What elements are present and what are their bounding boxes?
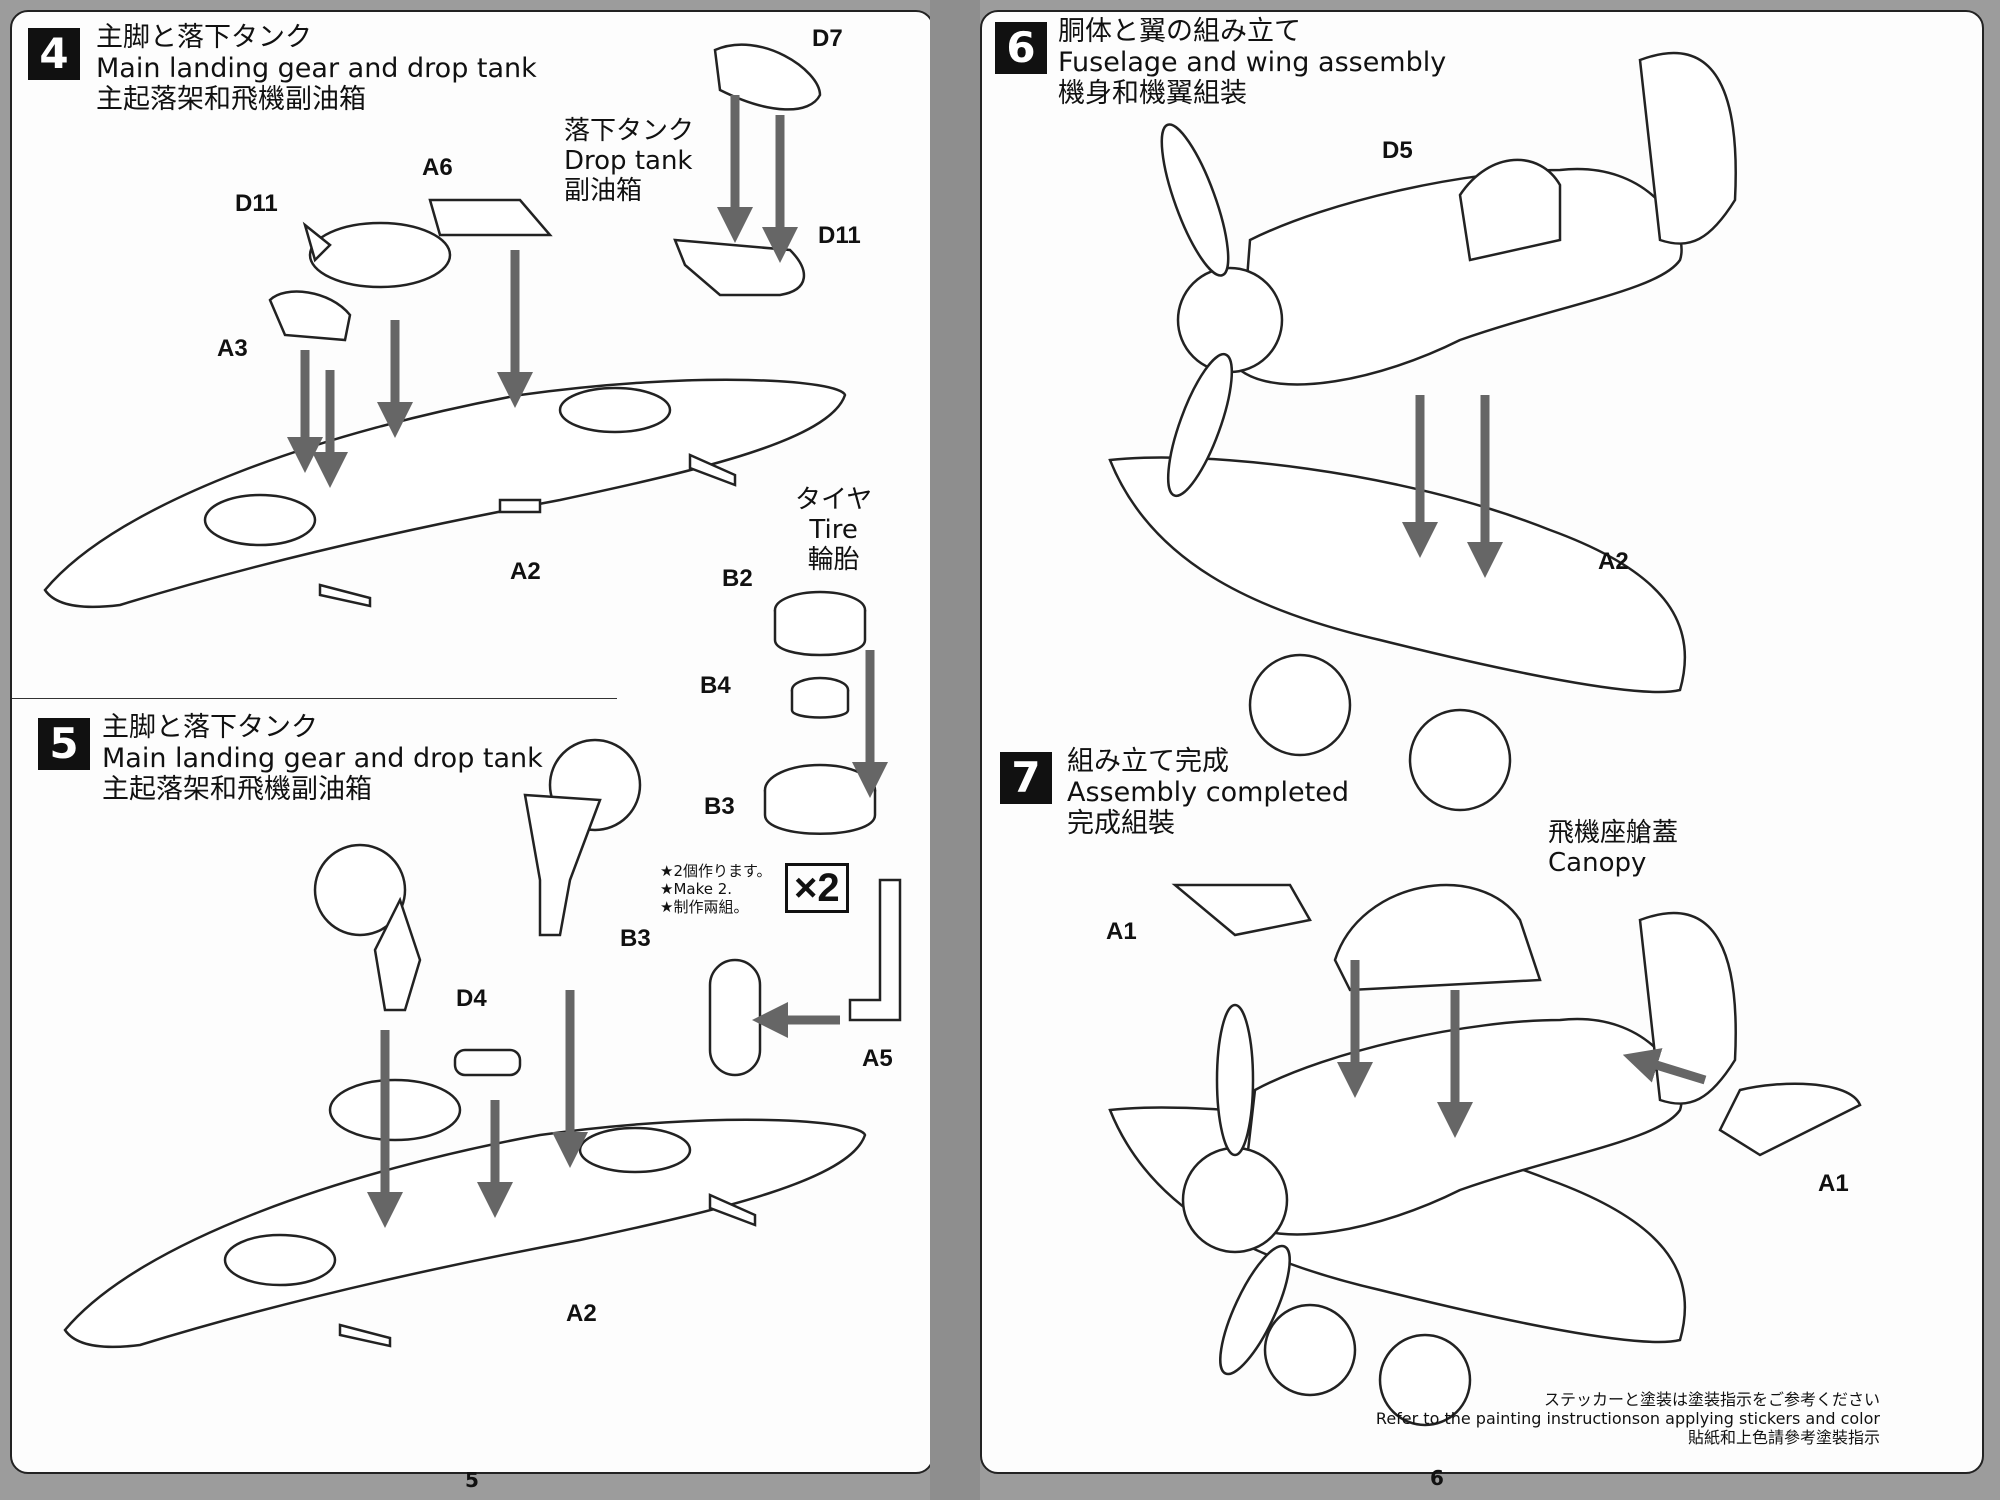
- step6-title-jp: 胴体と翼の組み立て: [1058, 16, 1301, 47]
- part-label-a1-right: A1: [1818, 1170, 1849, 1197]
- part-label-d11-tank: D11: [818, 222, 861, 249]
- part-label-d4: D4: [456, 985, 487, 1012]
- part-label-b2: B2: [722, 565, 753, 592]
- step7-title-jp: 組み立て完成: [1067, 746, 1229, 777]
- make-two-jp: ★2個作ります。: [660, 862, 772, 880]
- drop-tank-jp: 落下タンク: [564, 116, 695, 146]
- part-label-b4: B4: [700, 672, 731, 699]
- step4-number: 4: [28, 28, 80, 80]
- step4-title: 主脚と落下タンク Main landing gear and drop tank…: [96, 22, 537, 115]
- step6-title-en: Fuselage and wing assembly: [1058, 47, 1447, 78]
- step7-number: 7: [1000, 752, 1052, 804]
- assembly-arrows: [287, 95, 1707, 1228]
- canopy-en: Canopy: [1548, 848, 1647, 878]
- part-label-b3: B3: [704, 793, 735, 820]
- drop-tank-en: Drop tank: [564, 146, 693, 176]
- times-two-badge: ×2: [785, 863, 849, 913]
- part-label-b3-step5: B3: [620, 925, 651, 952]
- step5-wing-drawing: [63, 738, 867, 1349]
- step7-aircraft-drawing: [1108, 883, 1862, 1427]
- drop-tank-note: 落下タンク Drop tank 副油箱: [564, 116, 694, 206]
- make-two-cn: ★制作兩組。: [660, 898, 749, 916]
- tire-cn: 輪胎: [807, 545, 860, 575]
- step6-number: 6: [995, 22, 1047, 74]
- step7-title-cn: 完成組裝: [1067, 808, 1175, 839]
- step5-title-cn: 主起落架和飛機副油箱: [102, 774, 372, 805]
- part-label-d7: D7: [812, 25, 843, 52]
- step7-title-en: Assembly completed: [1067, 777, 1349, 808]
- tire-en: Tire: [809, 515, 858, 545]
- step5-title-jp: 主脚と落下タンク: [102, 712, 318, 743]
- part-label-a6: A6: [422, 154, 453, 181]
- make-two-en: ★Make 2.: [660, 880, 733, 898]
- step4-title-en: Main landing gear and drop tank: [96, 53, 537, 84]
- part-label-a3: A3: [217, 335, 248, 362]
- part-label-d11: D11: [235, 190, 278, 217]
- page-spine: [930, 0, 980, 1500]
- step6-aircraft-drawing: [1108, 51, 1737, 812]
- part-label-d5: D5: [1382, 137, 1413, 164]
- make-two-note: ★2個作ります。 ★Make 2. ★制作兩組。: [660, 862, 772, 916]
- part-label-a1-left: A1: [1106, 918, 1137, 945]
- part-label-a5: A5: [862, 1045, 893, 1072]
- canopy-note: 飛機座艙蓋 Canopy: [1548, 818, 1678, 878]
- step4-title-jp: 主脚と落下タンク: [96, 22, 312, 53]
- drop-tank-cn: 副油箱: [564, 176, 643, 206]
- step5-title-en: Main landing gear and drop tank: [102, 743, 543, 774]
- part-label-a2-step5: A2: [566, 1300, 597, 1327]
- step7-title: 組み立て完成 Assembly completed 完成組裝: [1067, 746, 1349, 839]
- part-label-a2-step6: A2: [1598, 548, 1629, 575]
- canopy-cn: 飛機座艙蓋: [1548, 818, 1679, 848]
- step6-title-cn: 機身和機翼組装: [1058, 78, 1247, 109]
- step4-parts: [268, 43, 822, 342]
- tire-parts: [708, 590, 902, 1077]
- step4-title-cn: 主起落架和飛機副油箱: [96, 84, 366, 115]
- page-number-right: 6: [1430, 1466, 1444, 1490]
- footer-cn: 貼紙和上色請參考塗裝指示: [1687, 1428, 1880, 1447]
- part-label-a2-step4: A2: [510, 558, 541, 585]
- footer-en: Refer to the painting instructionson app…: [1375, 1409, 1880, 1428]
- tire-jp: タイヤ: [795, 485, 873, 515]
- step5-title: 主脚と落下タンク Main landing gear and drop tank…: [102, 712, 543, 805]
- step6-title: 胴体と翼の組み立て Fuselage and wing assembly 機身和…: [1058, 16, 1446, 109]
- page-number-left: 5: [465, 1468, 479, 1492]
- step-divider: [12, 698, 617, 699]
- step5-number: 5: [38, 718, 90, 770]
- step4-wing-drawing: [43, 378, 847, 609]
- painting-reference-note: ステッカーと塗装は塗装指示をご参考ください Refer to the paint…: [1376, 1390, 1880, 1447]
- footer-jp: ステッカーと塗装は塗装指示をご参考ください: [1543, 1390, 1880, 1409]
- tire-note: タイヤ Tire 輪胎: [795, 485, 872, 575]
